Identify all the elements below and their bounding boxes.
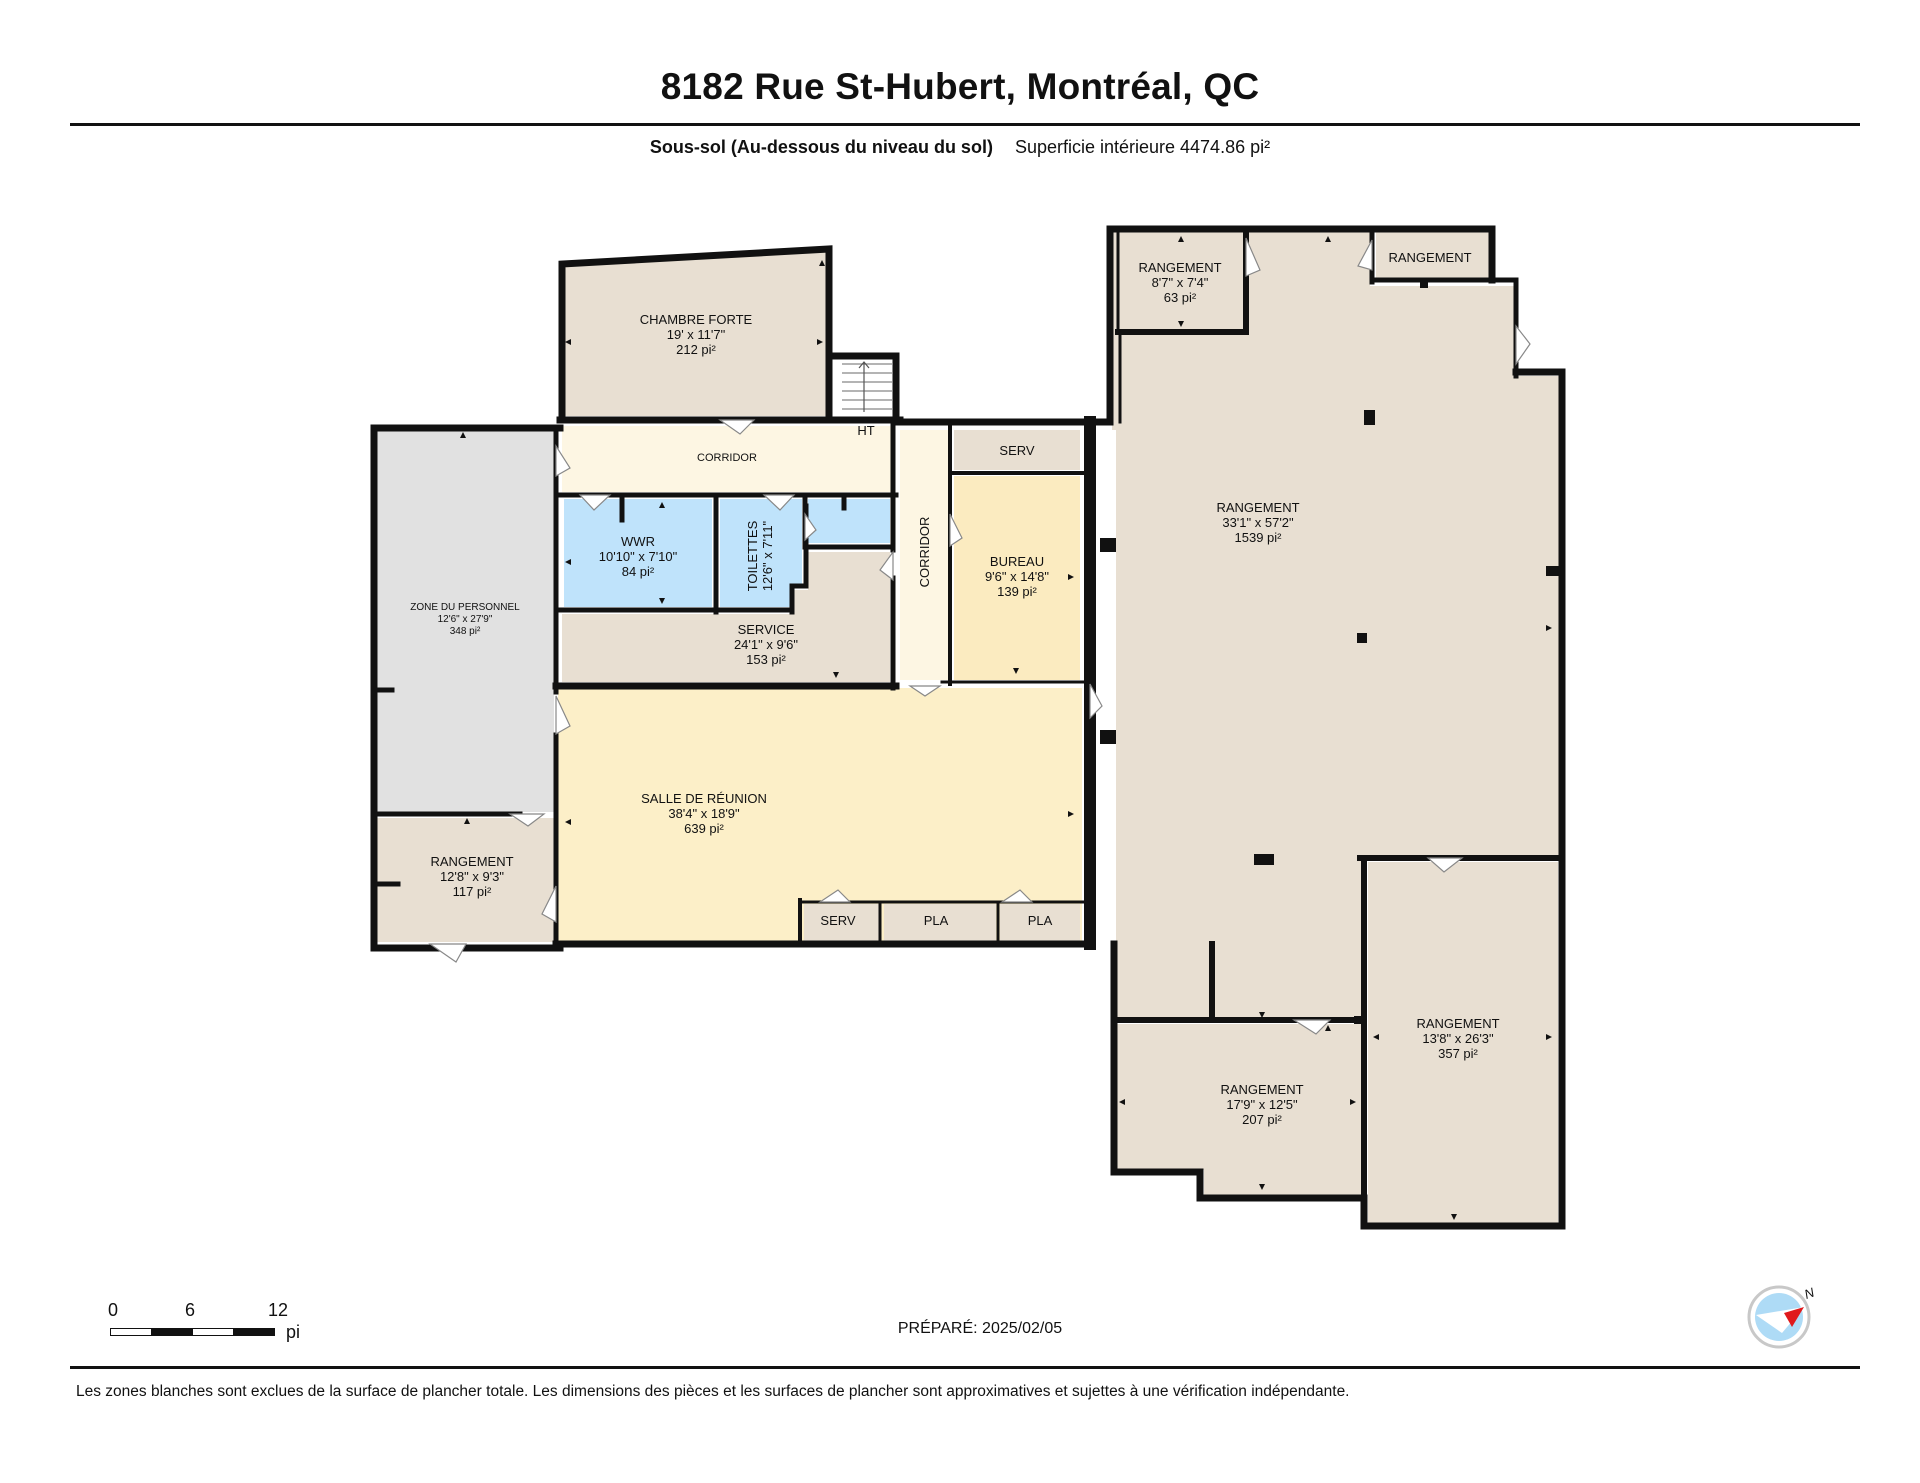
- footer-divider: [70, 1366, 1860, 1369]
- corridor-top-name: CORRIDOR: [697, 452, 757, 464]
- salle-reunion-name: SALLE DE RÉUNION: [641, 791, 767, 806]
- zone-personnel-dims: 12'6" x 27'9": [438, 614, 493, 625]
- salle-reunion-dims: 38'4" x 18'9": [668, 806, 740, 821]
- pla-1-name: PLA: [924, 913, 949, 928]
- service-dims: 24'1" x 9'6": [734, 637, 798, 652]
- room-rangement-main[interactable]: [1112, 232, 1560, 1022]
- compass-icon: N: [1747, 1284, 1816, 1349]
- wwr-name: WWR: [621, 534, 655, 549]
- toilettes-name: TOILETTES: [745, 520, 760, 591]
- bureau-area: 139 pi²: [997, 584, 1037, 599]
- ht-name: HT: [857, 423, 874, 438]
- rangement-main-name: RANGEMENT: [1216, 500, 1299, 515]
- room-serv-top[interactable]: [954, 430, 1080, 470]
- bureau-dims: 9'6" x 14'8": [985, 569, 1049, 584]
- scale-tick-6: 6: [185, 1300, 196, 1320]
- room-zone-personnel[interactable]: [376, 428, 554, 812]
- area-label: Superficie intérieure 4474.86 pi²: [1014, 137, 1271, 157]
- room-corridor-vertical[interactable]: [900, 430, 948, 680]
- rangement-small-ne-name: RANGEMENT: [1388, 250, 1471, 265]
- toilettes-dims: 12'6" x 7'11": [760, 520, 775, 591]
- room-fills: [376, 232, 1560, 1224]
- rangement-se-left-area: 207 pi²: [1242, 1112, 1282, 1127]
- bureau-name: BUREAU: [990, 554, 1044, 569]
- scale-bar: 0 6 12 pi: [100, 1300, 320, 1350]
- rangement-sw-dims: 12'8" x 9'3": [440, 869, 504, 884]
- serv-bottom-name: SERV: [820, 913, 855, 928]
- rangement-main-area: 1539 pi²: [1235, 530, 1283, 545]
- room-toilettes[interactable]: [720, 499, 802, 607]
- room-wwr[interactable]: [564, 499, 712, 607]
- columns: [1100, 280, 1560, 1024]
- wwr-area: 84 pi²: [622, 564, 655, 579]
- rangement-se-right-dims: 13'8" x 26'3": [1422, 1031, 1494, 1046]
- prepared-label: PRÉPARÉ: 2025/02/05: [897, 1320, 1063, 1337]
- scale-tick-12: 12: [268, 1300, 289, 1320]
- rangement-small-nw-dims: 8'7" x 7'4": [1152, 275, 1209, 290]
- room-rangement-sw[interactable]: [376, 818, 554, 942]
- scale-unit: pi: [286, 1322, 301, 1342]
- room-corridor-top[interactable]: [562, 426, 892, 492]
- room-rangement-small-nw[interactable]: [1118, 232, 1242, 336]
- rangement-sw-name: RANGEMENT: [430, 854, 513, 869]
- room-rangement-small-ne[interactable]: [1376, 232, 1490, 278]
- serv-top-name: SERV: [999, 443, 1034, 458]
- zone-personnel-area: 348 pi²: [450, 626, 481, 637]
- rangement-small-nw-area: 63 pi²: [1164, 290, 1197, 305]
- rangement-se-left-dims: 17'9" x 12'5": [1226, 1097, 1298, 1112]
- rangement-small-nw-name: RANGEMENT: [1138, 260, 1221, 275]
- level-subtitle: Sous-sol (Au-dessous du niveau du sol) Su…: [0, 137, 1920, 158]
- wwr-dims: 10'10" x 7'10": [599, 549, 678, 564]
- room-labels: CHAMBRE FORTE 19' x 11'7" 212 pi² CORRID…: [410, 250, 1499, 1127]
- rangement-se-right-name: RANGEMENT: [1416, 1016, 1499, 1031]
- disclaimer: Les zones blanches sont exclues de la su…: [76, 1383, 1350, 1400]
- dimension-markers: [460, 236, 1552, 1220]
- rangement-sw-area: 117 pi²: [453, 884, 492, 899]
- room-rangement-se-left[interactable]: [1116, 1024, 1362, 1196]
- service-name: SERVICE: [738, 622, 795, 637]
- room-toilettes-closet[interactable]: [808, 499, 890, 543]
- room-pla-2[interactable]: [1000, 904, 1080, 944]
- chambre-forte-name: CHAMBRE FORTE: [640, 312, 753, 327]
- room-pla-1[interactable]: [884, 904, 996, 944]
- doors: [428, 237, 1531, 1035]
- service-area: 153 pi²: [746, 652, 786, 667]
- pla-2-name: PLA: [1028, 913, 1053, 928]
- level-name: Sous-sol (Au-dessous du niveau du sol): [649, 137, 993, 157]
- scale-tick-0: 0: [108, 1300, 119, 1320]
- header-divider: [70, 123, 1860, 126]
- room-chambre-forte[interactable]: [562, 249, 829, 416]
- compass-north-label: N: [1802, 1284, 1816, 1302]
- chambre-forte-area: 212 pi²: [676, 342, 716, 357]
- rangement-main-dims: 33'1" x 57'2": [1222, 515, 1294, 530]
- page-title: 8182 Rue St-Hubert, Montréal, QC: [660, 66, 1260, 107]
- corridor-vertical-name: CORRIDOR: [917, 517, 932, 588]
- rangement-se-left-name: RANGEMENT: [1220, 1082, 1303, 1097]
- chambre-forte-dims: 19' x 11'7": [667, 327, 726, 342]
- walls: [370, 225, 1566, 1230]
- rangement-se-right-area: 357 pi²: [1438, 1046, 1478, 1061]
- room-serv-bottom[interactable]: [804, 904, 880, 944]
- salle-reunion-area: 639 pi²: [684, 821, 724, 836]
- scale-segment: [233, 1328, 275, 1336]
- room-salle-reunion[interactable]: [558, 688, 1082, 942]
- stairs: [842, 361, 892, 412]
- prepared-date: PRÉPARÉ: 2025/02/05: [0, 1320, 1920, 1338]
- room-bureau[interactable]: [954, 476, 1080, 680]
- room-rangement-se-right[interactable]: [1368, 862, 1558, 1224]
- zone-personnel-name: ZONE DU PERSONNEL: [410, 602, 520, 613]
